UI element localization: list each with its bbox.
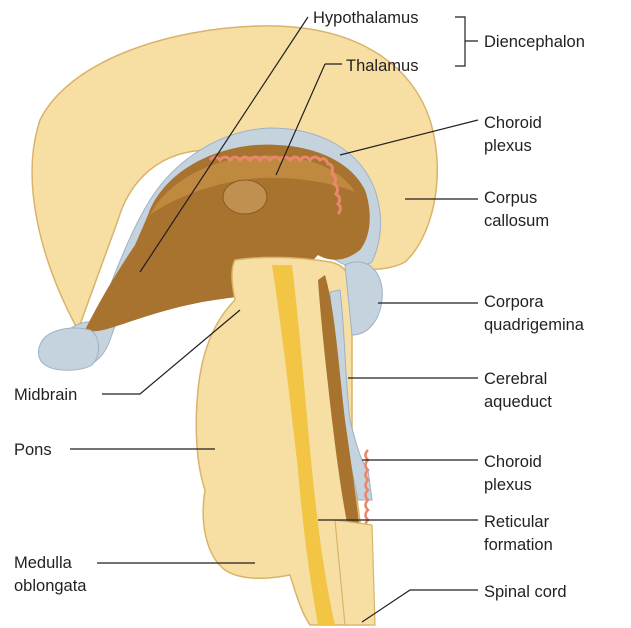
label-spinal-cord: Spinal cord xyxy=(484,583,567,601)
label-cerebral-aqueduct-line1: Cerebral xyxy=(484,370,547,388)
leader-spinal-cord xyxy=(362,590,478,622)
label-corpora-quadrigemina-line2: quadrigemina xyxy=(484,316,585,334)
label-choroid-plexus-lower-line1: Choroid xyxy=(484,453,542,471)
label-corpora-quadrigemina-line1: Corpora xyxy=(484,293,544,311)
label-choroid-plexus-lower: Choroid plexus xyxy=(484,453,546,494)
label-midbrain: Midbrain xyxy=(14,386,77,404)
label-reticular-formation-line2: formation xyxy=(484,536,553,554)
label-medulla-oblongata: Medulla oblongata xyxy=(14,554,87,595)
label-reticular-formation: Reticular formation xyxy=(484,513,554,554)
label-choroid-plexus-upper-line2: plexus xyxy=(484,137,532,155)
diencephalon-bracket xyxy=(455,17,478,66)
corpora-quadrigemina-shape xyxy=(345,262,382,335)
label-cerebral-aqueduct: Cerebral aqueduct xyxy=(484,370,552,411)
label-corpora-quadrigemina: Corpora quadrigemina xyxy=(484,293,585,334)
label-hypothalamus: Hypothalamus xyxy=(313,9,418,27)
label-corpus-callosum: Corpus callosum xyxy=(484,189,549,230)
label-choroid-plexus-lower-line2: plexus xyxy=(484,476,532,494)
label-medulla-oblongata-line1: Medulla xyxy=(14,554,73,572)
label-choroid-plexus-upper-line1: Choroid xyxy=(484,114,542,132)
label-medulla-oblongata-line2: oblongata xyxy=(14,577,87,595)
label-cerebral-aqueduct-line2: aqueduct xyxy=(484,393,552,411)
label-corpus-callosum-line2: callosum xyxy=(484,212,549,230)
label-corpus-callosum-line1: Corpus xyxy=(484,189,537,207)
thalamus-mass xyxy=(223,180,267,214)
label-thalamus: Thalamus xyxy=(346,57,418,75)
label-reticular-formation-line1: Reticular xyxy=(484,513,550,531)
label-pons: Pons xyxy=(14,441,52,459)
label-diencephalon: Diencephalon xyxy=(484,33,585,51)
pituitary-shape xyxy=(38,328,98,370)
label-choroid-plexus-upper: Choroid plexus xyxy=(484,114,546,155)
